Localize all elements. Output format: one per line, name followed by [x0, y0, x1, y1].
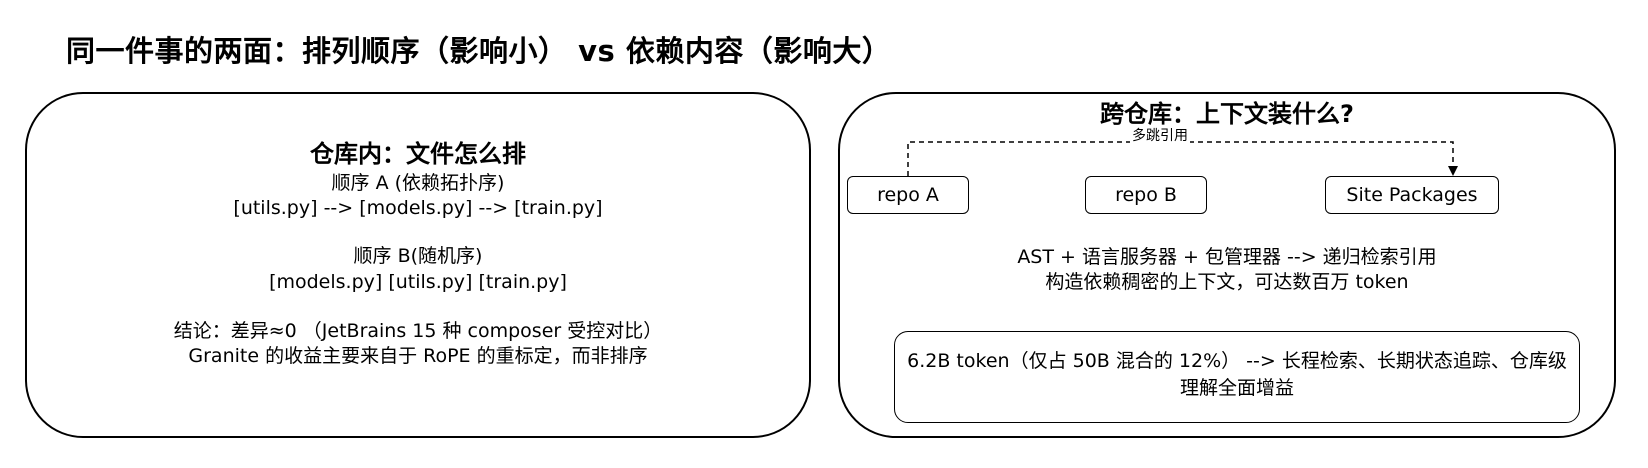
order-b-sequence: [models.py] [utils.py] [train.py] — [269, 271, 567, 293]
in-repo-panel: 仓库内：文件怎么排 顺序 A (依赖拓扑序) [utils.py] --> [m… — [25, 92, 811, 438]
context-scale-line: 构造依赖稠密的上下文，可达数百万 token — [1045, 271, 1409, 293]
cross-repo-panel: 跨仓库：上下文装什么? 多跳引用 repo A repo B Site Pack… — [838, 92, 1616, 438]
order-a-sequence: [utils.py] --> [models.py] --> [train.py… — [233, 197, 603, 219]
in-repo-heading: 仓库内：文件怎么排 — [310, 140, 526, 168]
repo-a-node: repo A — [847, 176, 969, 214]
multi-hop-arrow — [907, 141, 1458, 176]
page-title: 同一件事的两面：排列顺序（影响小） vs 依赖内容（影响大） — [66, 34, 892, 68]
gain-summary-box: 6.2B token（仅占 50B 混合的 12%） --> 长程检索、长期状态… — [894, 331, 1580, 423]
conclusion-line: 结论：差异≈0 （JetBrains 15 种 composer 受控对比） — [173, 320, 663, 342]
order-a-label: 顺序 A (依赖拓扑序) — [331, 172, 505, 194]
conclusion-detail: Granite 的收益主要来自于 RoPE 的重标定，而非排序 — [188, 345, 648, 367]
repo-b-node: repo B — [1085, 176, 1207, 214]
order-b-label: 顺序 B(随机序) — [353, 245, 483, 267]
site-packages-node: Site Packages — [1325, 176, 1499, 214]
retrieval-method-line: AST + 语言服务器 + 包管理器 --> 递归检索引用 — [1017, 246, 1437, 268]
cross-repo-heading: 跨仓库：上下文装什么? — [1100, 100, 1354, 128]
multi-hop-label: 多跳引用 — [1130, 125, 1190, 145]
